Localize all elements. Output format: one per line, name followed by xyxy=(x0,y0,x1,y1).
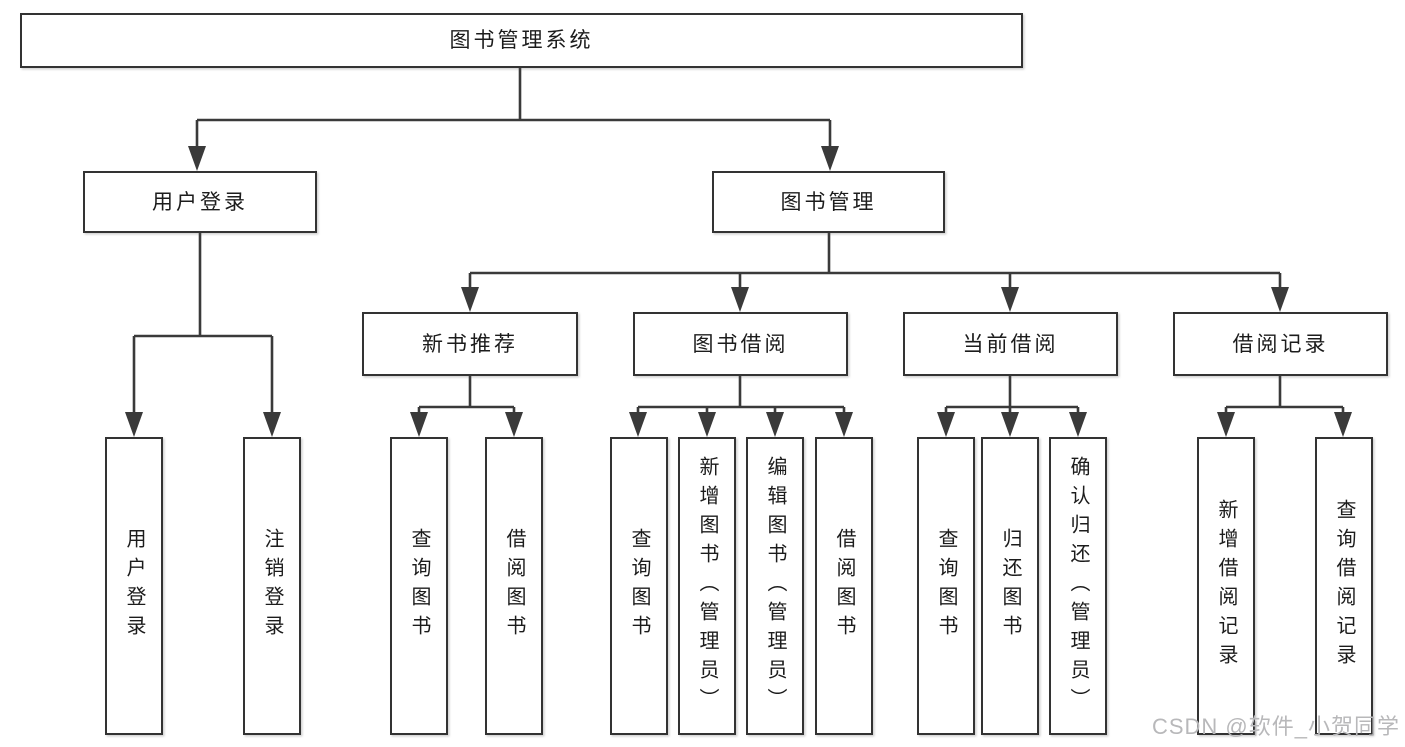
leaf-add-borrow-record: 新增借阅记录 xyxy=(1197,437,1255,735)
node-current-borrowing: 当前借阅 xyxy=(903,312,1118,376)
leaf-add-book-admin: 新增图书（管理员） xyxy=(678,437,736,735)
arrow-down-icon xyxy=(1001,412,1019,437)
leaf-label: 编辑图书（管理员） xyxy=(764,455,786,717)
leaf-label: 归还图书 xyxy=(999,528,1021,644)
leaf-query-borrow-record: 查询借阅记录 xyxy=(1315,437,1373,735)
connector-current-borrow-to-leaves xyxy=(944,376,1080,418)
leaf-user-login: 用户登录 xyxy=(105,437,163,735)
node-label: 图书管理系统 xyxy=(449,29,594,52)
node-label: 用户登录 xyxy=(152,190,248,214)
leaf-query-books-current: 查询图书 xyxy=(917,437,975,735)
arrow-down-icon xyxy=(821,146,839,171)
leaf-label: 注销登录 xyxy=(261,528,283,644)
node-new-book-recommendation: 新书推荐 xyxy=(362,312,578,376)
node-book-borrowing: 图书借阅 xyxy=(633,312,848,376)
leaf-query-books-borrowing: 查询图书 xyxy=(610,437,668,735)
leaf-label: 用户登录 xyxy=(123,528,145,644)
arrow-down-icon xyxy=(835,412,853,437)
node-label: 当前借阅 xyxy=(962,332,1059,356)
leaf-label: 查询借阅记录 xyxy=(1333,499,1355,673)
leaf-label: 借阅图书 xyxy=(503,528,525,644)
arrow-down-icon xyxy=(629,412,647,437)
node-library-management-system: 图书管理系统 xyxy=(20,13,1023,68)
leaf-confirm-return-admin: 确认归还（管理员） xyxy=(1049,437,1107,735)
connector-user-login-to-leaves xyxy=(132,233,274,418)
leaf-label: 确认归还（管理员） xyxy=(1067,455,1089,717)
arrow-down-icon xyxy=(188,146,206,171)
arrow-down-icon xyxy=(410,412,428,437)
csdn-watermark: CSDN @软件_小贺同学 xyxy=(1151,714,1400,739)
leaf-edit-book-admin: 编辑图书（管理员） xyxy=(746,437,804,735)
leaf-label: 借阅图书 xyxy=(833,528,855,644)
node-label: 图书借阅 xyxy=(692,332,789,356)
leaf-label: 查询图书 xyxy=(408,528,430,644)
arrow-down-icon xyxy=(1334,412,1352,437)
connector-borrow-records-to-leaves xyxy=(1224,376,1345,418)
arrow-down-icon xyxy=(1069,412,1087,437)
arrow-down-icon xyxy=(766,412,784,437)
leaf-borrow-book: 借阅图书 xyxy=(815,437,873,735)
node-book-management: 图书管理 xyxy=(712,171,945,233)
leaf-query-books-recommend: 查询图书 xyxy=(390,437,448,735)
connector-book-borrow-to-leaves xyxy=(636,376,846,418)
leaf-label: 查询图书 xyxy=(935,528,957,644)
connector-new-book-to-leaves xyxy=(417,376,516,418)
node-label: 新书推荐 xyxy=(422,332,518,356)
leaf-logout: 注销登录 xyxy=(243,437,301,735)
leaf-label: 新增借阅记录 xyxy=(1215,499,1237,673)
node-user-login: 用户登录 xyxy=(83,171,317,233)
arrow-down-icon xyxy=(731,287,749,312)
arrow-down-icon xyxy=(698,412,716,437)
leaf-return-book: 归还图书 xyxy=(981,437,1039,735)
node-label: 借阅记录 xyxy=(1232,332,1329,356)
arrow-down-icon xyxy=(263,412,281,437)
arrow-down-icon xyxy=(937,412,955,437)
arrow-down-icon xyxy=(461,287,479,312)
leaf-borrow-books-recommend: 借阅图书 xyxy=(485,437,543,735)
connector-root-to-level2 xyxy=(195,68,832,150)
arrow-down-icon xyxy=(1001,287,1019,312)
arrow-down-icon xyxy=(505,412,523,437)
arrow-down-icon xyxy=(1217,412,1235,437)
connector-book-mgmt-to-level3 xyxy=(468,233,1282,293)
node-borrowing-records: 借阅记录 xyxy=(1173,312,1388,376)
leaf-label: 查询图书 xyxy=(628,528,650,644)
arrow-down-icon xyxy=(1271,287,1289,312)
arrow-down-icon xyxy=(125,412,143,437)
leaf-label: 新增图书（管理员） xyxy=(696,455,718,717)
node-label: 图书管理 xyxy=(780,190,877,214)
